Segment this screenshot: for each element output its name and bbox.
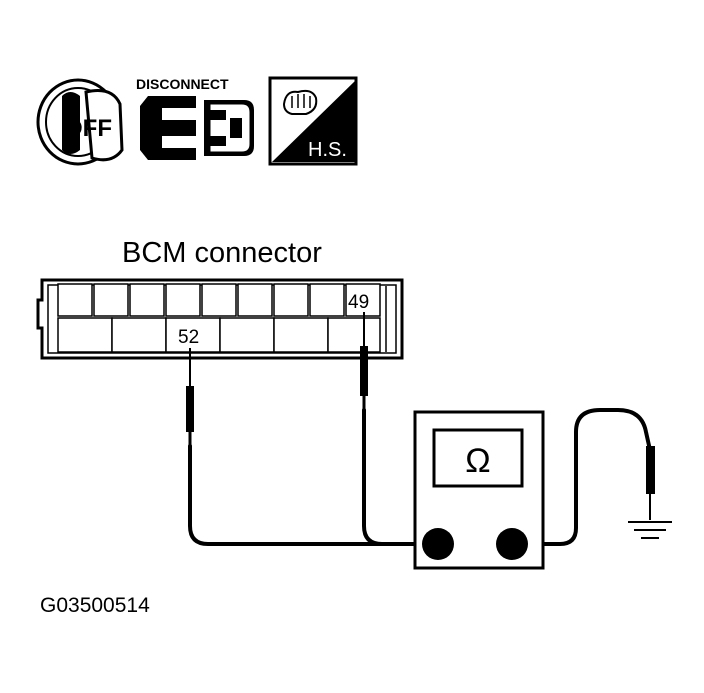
- meter-display: [432, 428, 524, 488]
- figure-code: G03500514: [40, 594, 150, 617]
- connector-title: BCM connector: [122, 237, 322, 269]
- harness-sign-icon: H.S.: [268, 76, 358, 166]
- ignition-off-icon: OFF: [36, 78, 124, 166]
- harness-sign-text: H.S.: [308, 139, 347, 161]
- ground-probe: [646, 446, 655, 520]
- meter-terminal-right: [496, 528, 528, 560]
- lead-pin-49: [362, 408, 440, 546]
- lead-ground: [510, 408, 652, 546]
- pin-52-label: 52: [178, 327, 199, 348]
- disconnect-text: DISCONNECT: [136, 76, 229, 92]
- probe-pin-52: [186, 348, 194, 446]
- meter-terminal-left: [422, 528, 454, 560]
- disconnect-icon: DISCONNECT: [136, 76, 254, 160]
- ohmmeter: Ω: [413, 410, 545, 570]
- ground-icon: [628, 521, 672, 539]
- probe-pin-49: [360, 312, 368, 410]
- connector-bottom-row: [57, 317, 381, 353]
- ignition-off-text: OFF: [64, 115, 112, 142]
- hand-glyph-icon: [282, 89, 318, 115]
- pin-49-label: 49: [348, 292, 369, 313]
- bcm-connector: 49 52: [36, 278, 404, 360]
- lead-pin-52: [188, 444, 440, 546]
- ohm-symbol: Ω: [465, 442, 490, 480]
- connector-top-row: [57, 283, 381, 317]
- test-leads: [188, 408, 652, 546]
